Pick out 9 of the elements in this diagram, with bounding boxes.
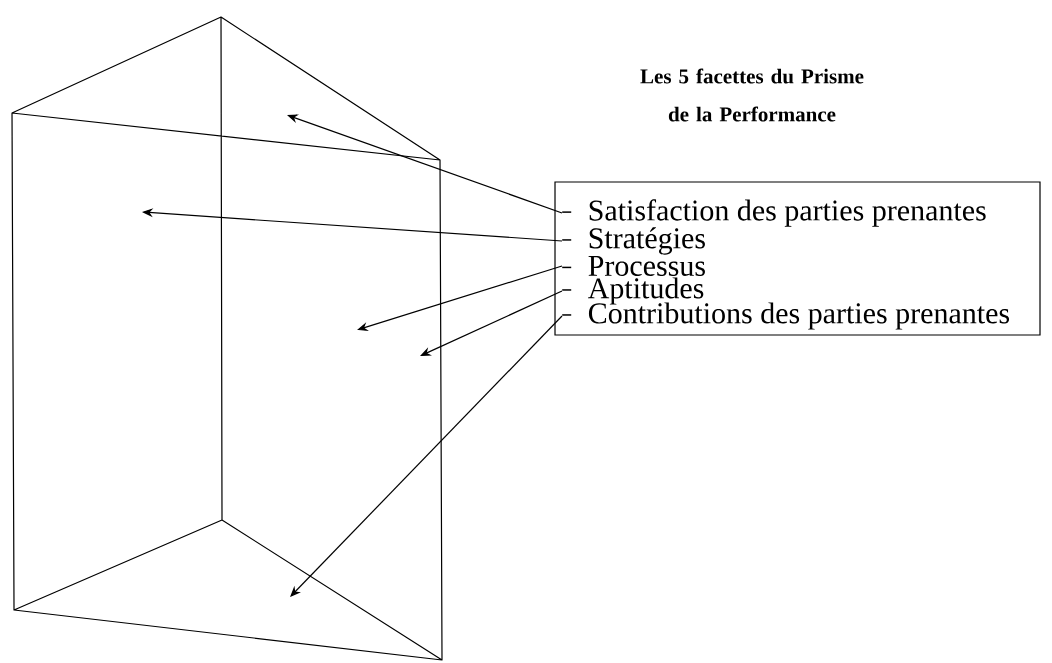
list-item: Satisfaction des parties prenantes [561,199,986,227]
list-item: Processus [561,256,705,276]
leader-arrow [290,315,563,597]
list-box [554,181,1041,336]
title: Les 5 facettes du Prisme de la Performance [640,68,864,122]
leader-arrow [287,114,563,214]
leader-arrow [420,290,563,356]
list-item: Stratégies [561,227,705,255]
leader-arrow [357,265,563,332]
